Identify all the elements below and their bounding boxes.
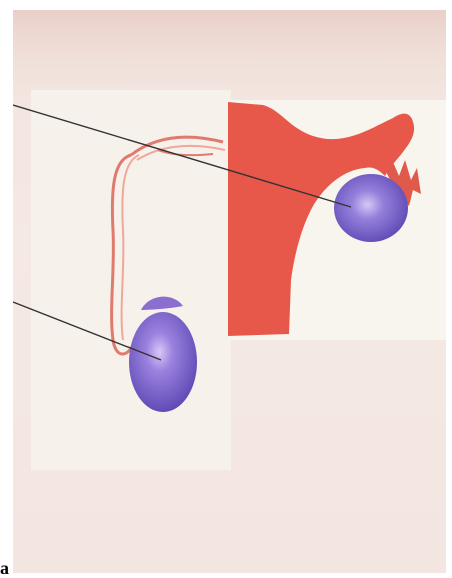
top-shadow — [13, 10, 446, 100]
corner-text: а — [0, 559, 16, 578]
testis-shape — [129, 312, 197, 412]
ovary-shape — [334, 174, 408, 242]
illustration-photo — [13, 10, 446, 573]
illustration-svg — [13, 10, 446, 573]
